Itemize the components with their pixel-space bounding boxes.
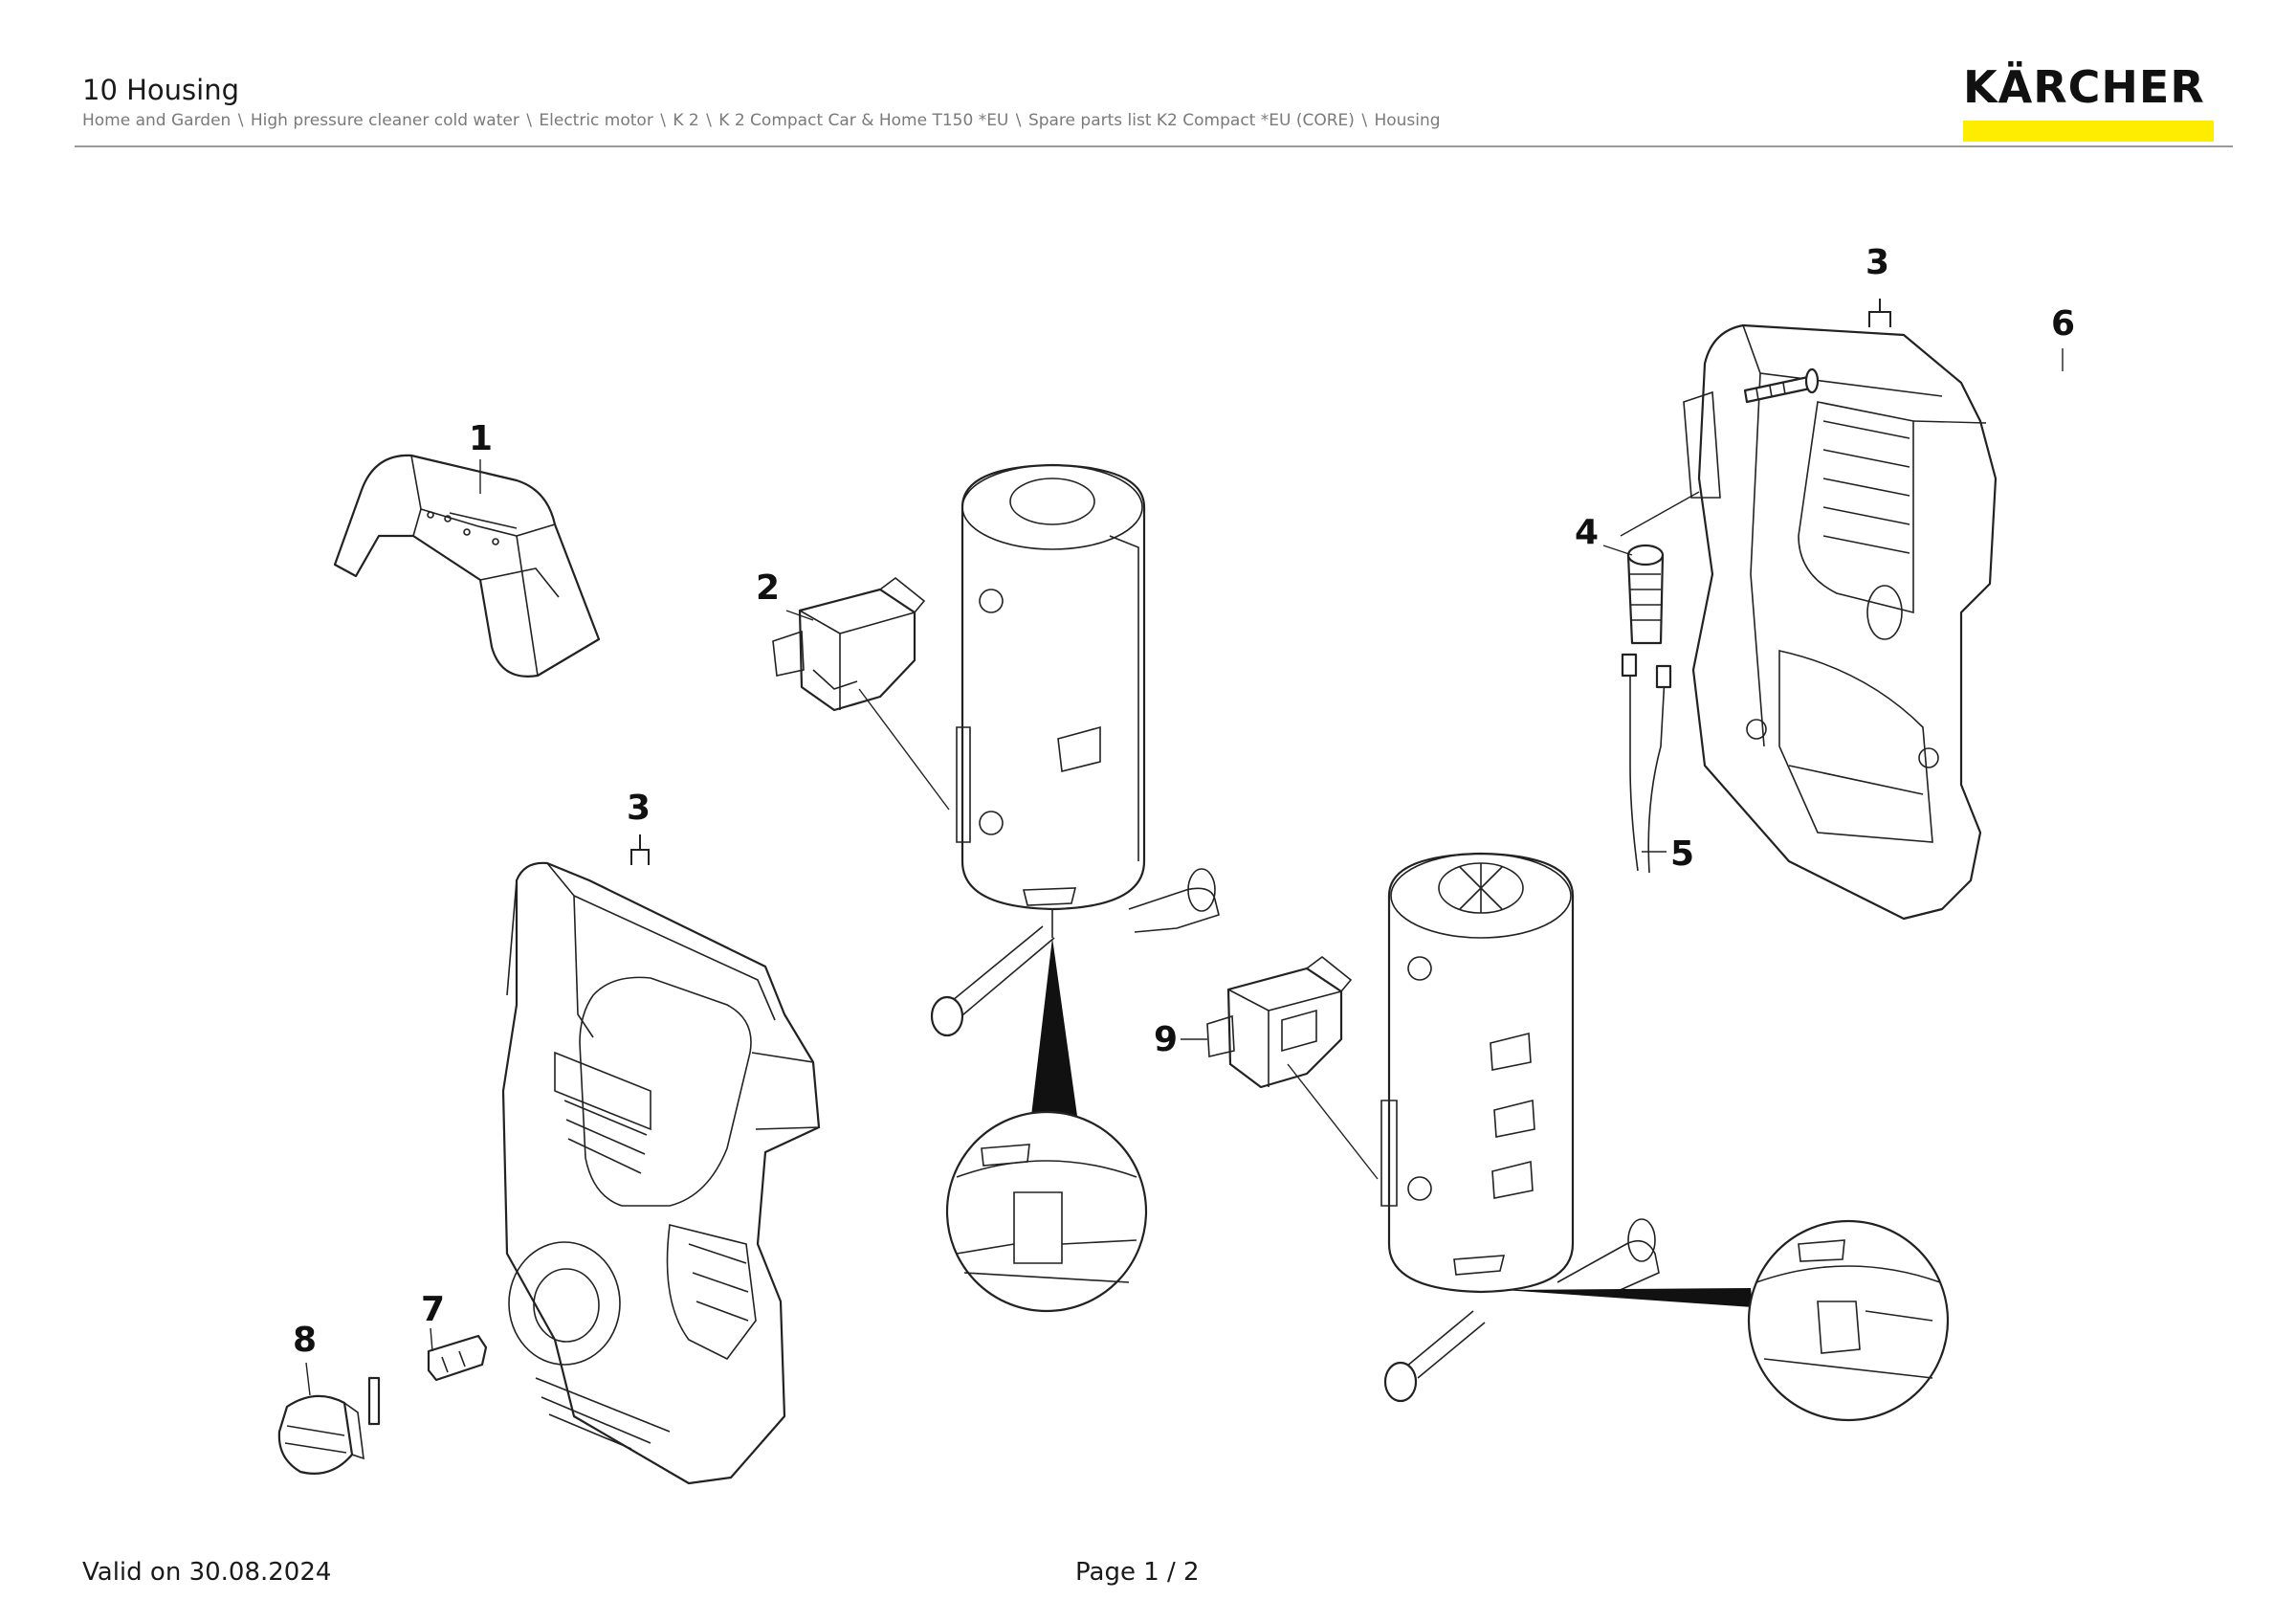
breadcrumb-separator: \ (706, 111, 712, 130)
page-title: 10 Housing (82, 74, 240, 106)
breadcrumb-separator: \ (237, 111, 244, 130)
breadcrumb-separator: \ (660, 111, 666, 130)
page-header: 10 Housing Home and Garden \ High pressu… (0, 0, 2296, 153)
logo-wordmark: KÄRCHER (1963, 61, 2205, 113)
leader-line (858, 688, 950, 811)
callout-8: 8 (293, 1321, 317, 1360)
motor-assembly-right (1380, 852, 1660, 1403)
part-8-rotary-knob[interactable] (277, 1394, 364, 1475)
leader-line (305, 1362, 311, 1396)
leader-line (1287, 1063, 1379, 1180)
bracket-3-rear (1868, 299, 1891, 327)
breadcrumb-item-current: Housing (1374, 111, 1441, 130)
part-3-front-housing[interactable] (501, 861, 821, 1485)
part-5-cable[interactable] (1621, 653, 1672, 874)
breadcrumb-separator: \ (1015, 111, 1022, 130)
callout-3-front: 3 (627, 789, 651, 828)
breadcrumb-separator: \ (1361, 111, 1368, 130)
part-7-clip[interactable] (367, 1334, 488, 1426)
callout-2: 2 (756, 568, 780, 608)
karcher-logo: KÄRCHER (1963, 65, 2214, 142)
leader-line (430, 1327, 433, 1352)
breadcrumb-item[interactable]: Spare parts list K2 Compact *EU (CORE) (1027, 111, 1355, 130)
leader-line (1912, 420, 1987, 424)
motor-assembly-center (930, 463, 1220, 1037)
page-number: Page 1 / 2 (1075, 1558, 1200, 1587)
breadcrumb-item[interactable]: Electric motor (539, 111, 653, 130)
leader-line (785, 610, 814, 621)
part-4-cable-grommet[interactable] (1626, 544, 1665, 645)
callout-3-rear: 3 (1866, 243, 1889, 282)
callout-1: 1 (469, 419, 493, 458)
valid-date: Valid on 30.08.2024 (82, 1558, 332, 1587)
breadcrumb-separator: \ (526, 111, 532, 130)
callout-6: 6 (2051, 304, 2075, 344)
header-divider (75, 145, 2233, 147)
breadcrumb-item[interactable]: High pressure cleaner cold water (250, 111, 519, 130)
part-6-screw[interactable] (1743, 367, 1820, 404)
leader-line (1620, 491, 1700, 537)
callout-5: 5 (1670, 834, 1694, 874)
callout-7: 7 (421, 1290, 445, 1329)
detail-magnifier-right (1747, 1219, 1950, 1422)
part-2-switch[interactable] (772, 576, 926, 712)
callout-4: 4 (1575, 513, 1599, 552)
part-3-rear-housing[interactable] (1683, 323, 1998, 921)
callout-9: 9 (1154, 1020, 1178, 1059)
logo-yellow-bar (1963, 121, 2214, 142)
detail-zoom-beam (1504, 1288, 1753, 1307)
breadcrumb-item[interactable]: Home and Garden (82, 111, 232, 130)
leader-line (1602, 545, 1633, 556)
leader-lines (305, 299, 2064, 1396)
breadcrumb-item[interactable]: K 2 (673, 111, 699, 130)
breadcrumb-item[interactable]: K 2 Compact Car & Home T150 *EU (718, 111, 1009, 130)
bracket-3-front (630, 834, 650, 865)
part-1-handle[interactable] (333, 454, 601, 678)
detail-zoom-beam (1031, 938, 1077, 1116)
part-9-switch[interactable] (1206, 955, 1353, 1089)
breadcrumb: Home and Garden \ High pressure cleaner … (82, 113, 1441, 129)
detail-magnifier-center (945, 1110, 1148, 1313)
